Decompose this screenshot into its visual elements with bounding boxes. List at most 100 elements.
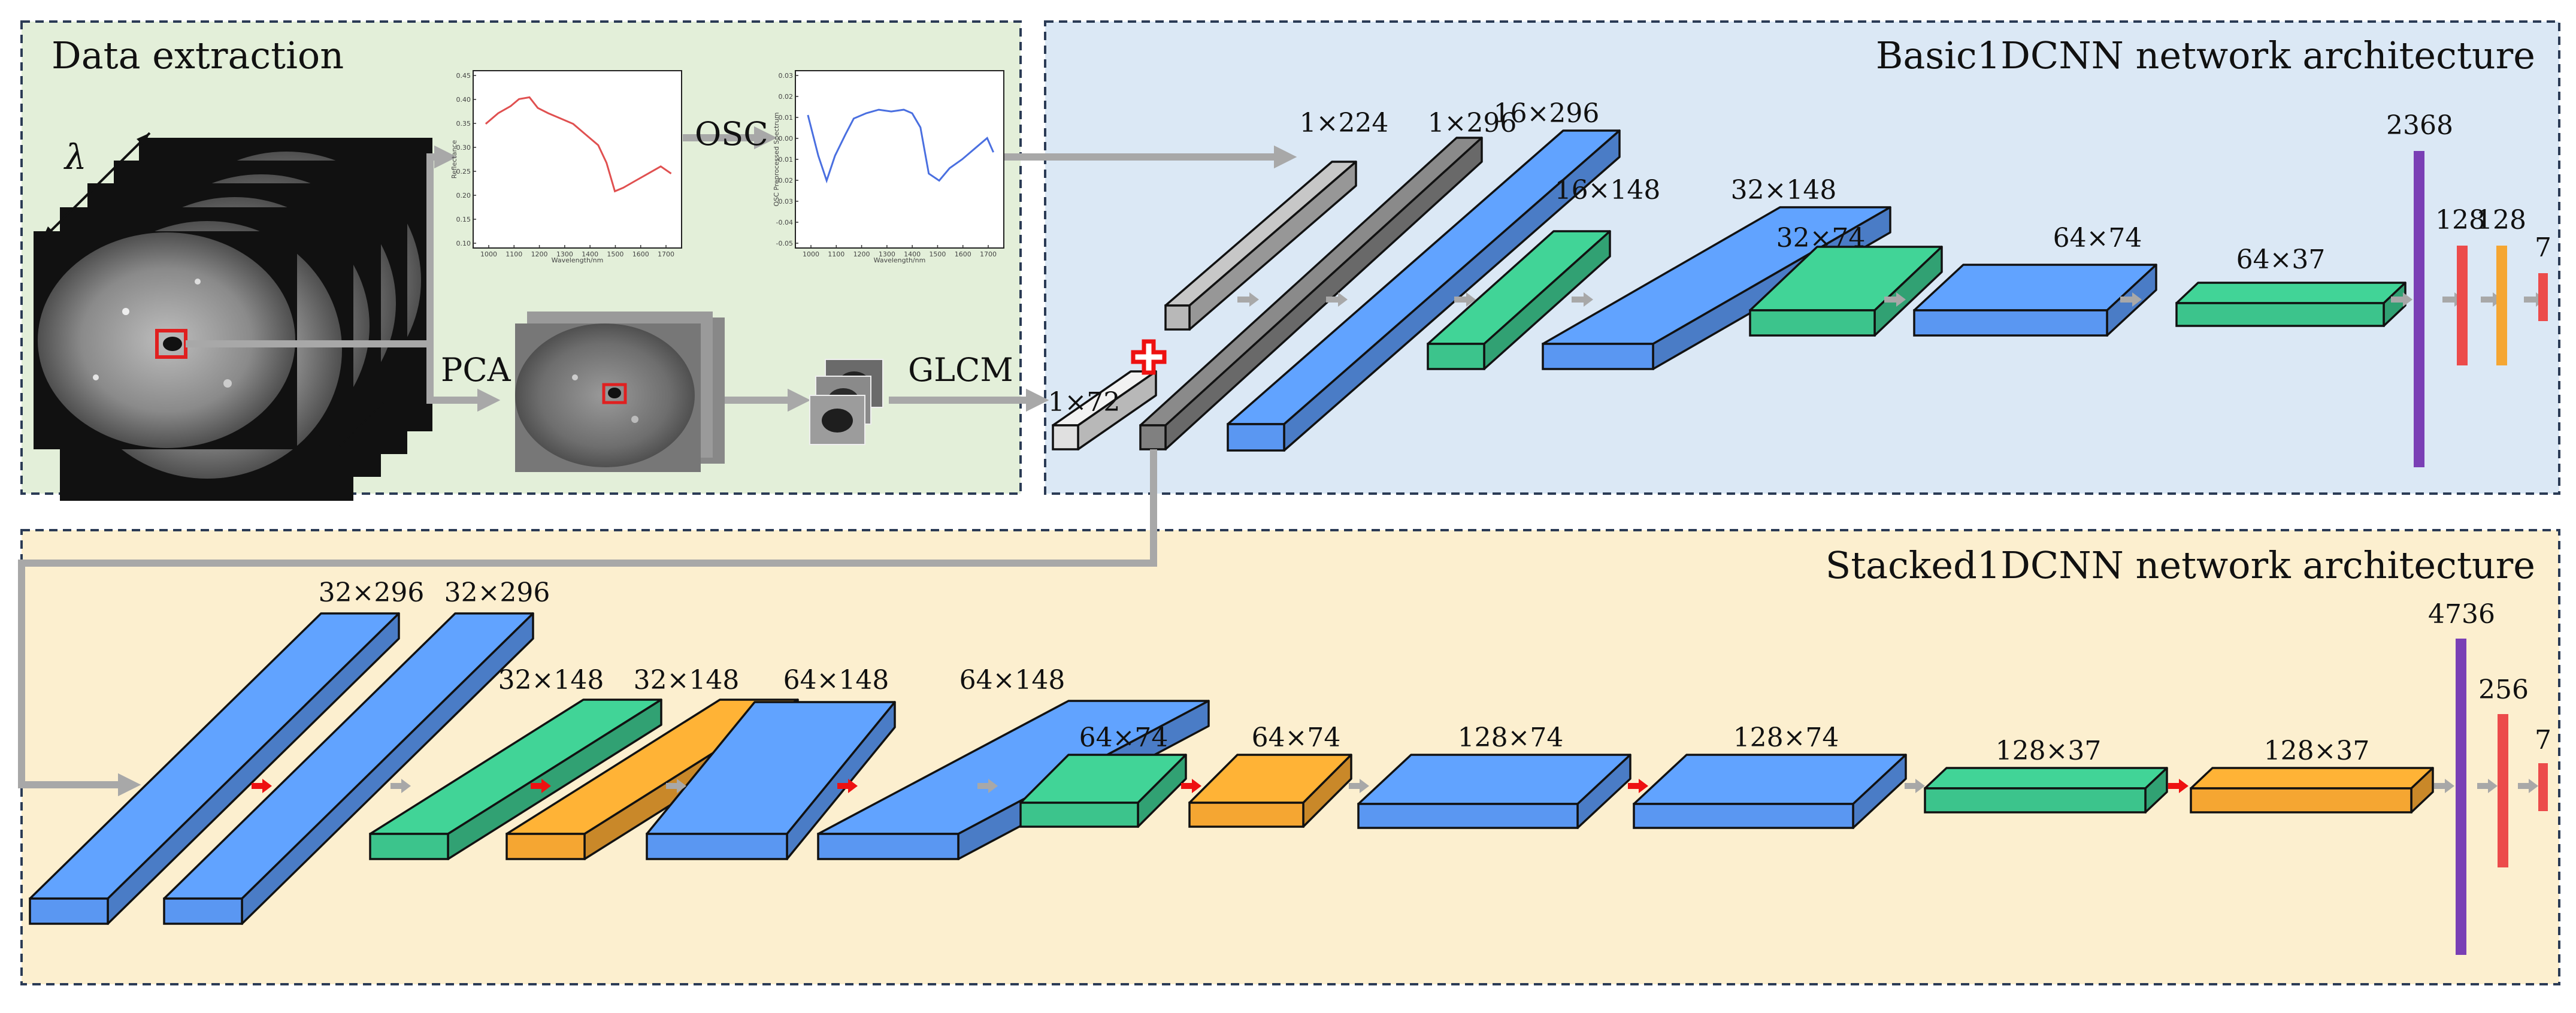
basic-layer-5: 64×74 [1913, 223, 2157, 337]
raw-spectrum-line [485, 96, 672, 193]
basic-input-2-label: 1×224 [1300, 108, 1389, 138]
basic-input-3: 1×296 [1139, 108, 1517, 450]
stacked-layer-8: 64×74 [1188, 722, 1352, 828]
extraction-title: Data extraction [52, 34, 344, 77]
basic-layer-5-label: 64×74 [2053, 223, 2142, 253]
stacked-flow-arrow-8 [1349, 779, 1369, 793]
basic-flow-arrow-5 [1884, 292, 1906, 307]
basic-flatten-label: 2368 [2386, 110, 2453, 141]
p2-ytick: -0.05 [776, 240, 793, 247]
p1-xtick: 1500 [607, 250, 623, 258]
basic-layer-2-label: 16×148 [1555, 175, 1661, 205]
basic-layer-1: 16×296 [1227, 98, 1621, 452]
p1-xtick: 1000 [480, 250, 497, 258]
basic-input-1: 1×72 [1048, 370, 1157, 450]
p2-xtick: 1600 [955, 250, 971, 258]
stacked-layer-3-label: 32×148 [498, 665, 604, 696]
basic-flow-arrow-4 [1572, 292, 1593, 307]
p1-xtick: 1300 [556, 250, 573, 258]
stacked-flow-arrow-2 [391, 779, 411, 793]
stacked-layer-2: 32×296 [163, 577, 550, 925]
stacked-activation-arrow-9 [1628, 779, 1648, 793]
stacked-layer-1-label: 32×296 [319, 577, 425, 608]
stacked-flatten-label: 4736 [2428, 599, 2495, 630]
stacked-layer-3: 32×148 [369, 665, 662, 860]
basic-layer-6-label: 64×37 [2236, 244, 2326, 275]
basic-dense-2: 128 [2476, 205, 2526, 365]
hyperspectral-image-stack [34, 138, 432, 501]
stacked-flow-arrow-6 [977, 779, 998, 793]
p2-xtick: 1400 [904, 250, 921, 258]
stacked-layer-8-label: 64×74 [1252, 722, 1341, 753]
raw-spectrum-ylabel: Reflectance [450, 140, 458, 179]
basic-flow-arrow-1 [1237, 292, 1259, 307]
p1-ytick: 0.25 [456, 168, 471, 176]
basic-layer-4: 32×74 [1749, 223, 1943, 337]
basic-flow-arrow-6 [2120, 292, 2142, 307]
stacked-activation-arrow-5 [837, 779, 858, 793]
basic-dense-1-label: 128 [2435, 205, 2486, 235]
basic-input-2: 1×224 [1164, 108, 1389, 331]
raw-spectrum-yticks: 0.450.400.350.300.250.200.150.10 [456, 72, 476, 247]
stacked-layer-10-label: 128×74 [1733, 722, 1839, 753]
extraction-arrows [186, 126, 1297, 412]
osc-spectrum-ylabel: OSC Preprocessed Spectrum [773, 112, 780, 206]
glcm-label: GLCM [908, 351, 1013, 389]
basic-layer-2: 16×148 [1427, 175, 1661, 370]
basic-dense-3-label: 7 [2535, 232, 2551, 263]
basic-flow-arrow-7 [2391, 292, 2412, 307]
stacked-flow-arrow-13 [2477, 779, 2498, 793]
stacked-layer-7-label: 64×74 [1079, 722, 1169, 753]
stacked-dense-2-label: 7 [2535, 725, 2551, 755]
stacked-layer-5-label: 64×148 [783, 665, 889, 696]
pca-label: PCA [441, 351, 511, 389]
basic-input-1-label: 1×72 [1048, 387, 1121, 418]
p1-xtick: 1100 [505, 250, 522, 258]
basic-layer-6: 64×37 [2175, 244, 2407, 327]
p2-xtick: 1000 [803, 250, 819, 258]
stacked-layer-12: 128×37 [2190, 736, 2434, 814]
concat-plus-icon [1131, 339, 1167, 375]
stacked-activation-arrow-7 [1181, 779, 1201, 793]
stacked-dense-1-label: 256 [2478, 675, 2529, 705]
osc-label: OSC [695, 115, 768, 153]
stacked-layer-6-label: 64×148 [959, 665, 1065, 696]
stacked-activation-arrow-11 [2168, 779, 2188, 793]
raw-spectrum-xlabel: Wavelength/nm [552, 256, 604, 264]
stacked-layer-5: 64×148 [646, 665, 896, 860]
basic-layer-1-label: 16×296 [1494, 98, 1600, 129]
p2-ytick: -0.02 [776, 177, 793, 185]
p2-xtick: 1700 [980, 250, 997, 258]
stacked-layer-9: 128×74 [1357, 722, 1631, 829]
p2-ytick: 0.03 [779, 72, 794, 80]
stacked-layer-2-label: 32×296 [444, 577, 550, 608]
stacked-layer-12-label: 128×37 [2264, 736, 2370, 766]
stacked-layer-9-label: 128×74 [1458, 722, 1564, 753]
stacked-layer-4-label: 32×148 [634, 665, 740, 696]
basic-layer-3-label: 32×148 [1731, 175, 1837, 205]
p2-ytick: 0.02 [779, 93, 794, 101]
p2-ytick: -0.04 [776, 219, 793, 226]
basic-flow-arrow-2 [1326, 292, 1348, 307]
p1-ytick: 0.10 [456, 240, 471, 247]
stacked-dense-2: 7 [2535, 725, 2551, 811]
glcm-patches [809, 359, 883, 445]
basic-input-3-label: 1×296 [1428, 108, 1517, 138]
p2-ytick: -0.03 [776, 198, 793, 205]
p1-ytick: 0.15 [456, 216, 471, 223]
stacked-layer-7: 64×74 [1019, 722, 1187, 828]
p2-ytick: 0.01 [779, 114, 794, 122]
stacked-flow-arrow-10 [1905, 779, 1925, 793]
stacked-title: Stacked1DCNN network architecture [1826, 543, 2535, 587]
p1-xtick: 1400 [582, 250, 598, 258]
basic-dense-2-label: 128 [2476, 205, 2526, 235]
p1-ytick: 0.35 [456, 120, 471, 128]
lambda-axis: λ [41, 132, 385, 452]
p1-ytick: 0.20 [456, 192, 471, 199]
stacked-flow-arrow-4 [666, 779, 686, 793]
basic-flow-arrow-3 [1454, 292, 1476, 307]
